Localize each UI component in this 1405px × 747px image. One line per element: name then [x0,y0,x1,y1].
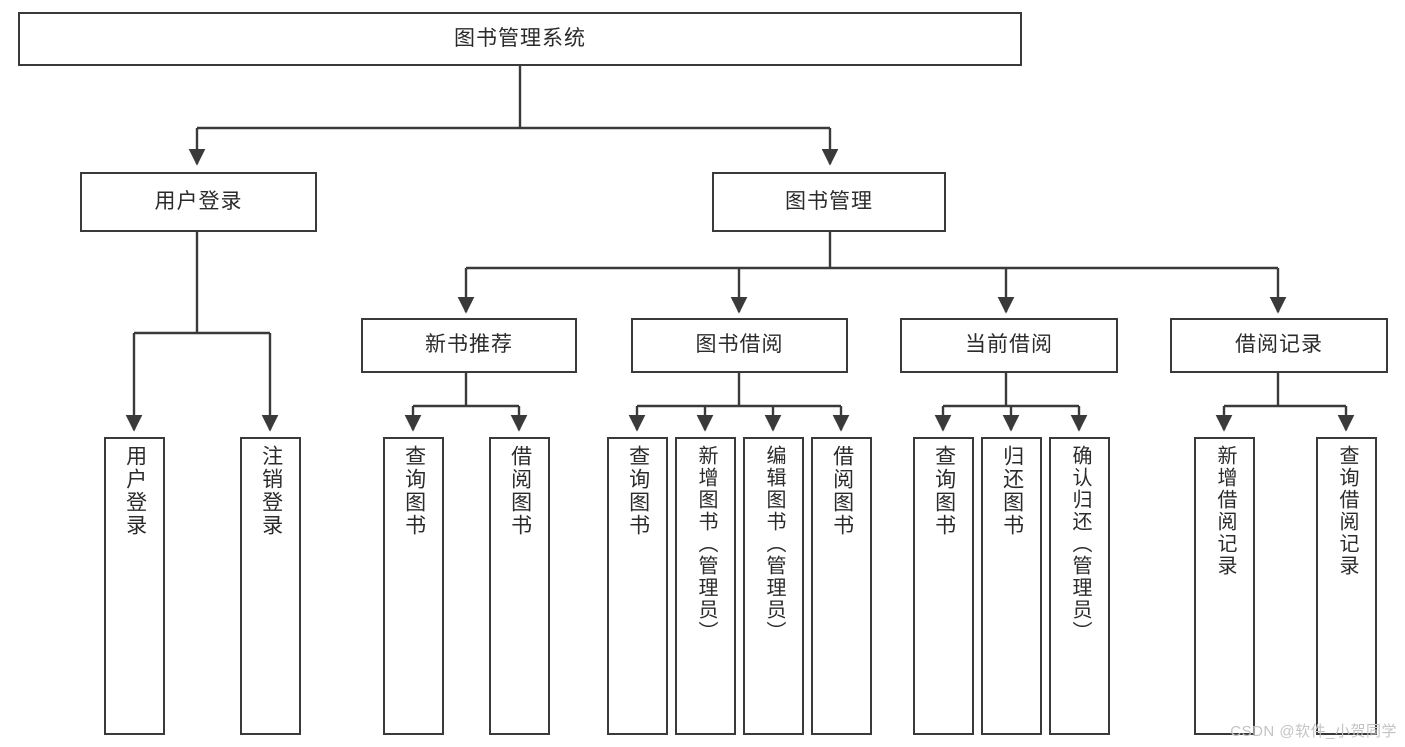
node-book-borrow-label: 图书借阅 [695,333,784,357]
node-borrow-record-label: 借阅记录 [1235,333,1323,357]
node-new-book-recommend-label: 新书推荐 [425,333,513,357]
node-leaf-return-book-label: 归还图书 [1000,445,1024,537]
node-leaf-query-book-2-label: 查询图书 [626,445,650,537]
node-leaf-borrow-book-2-label: 借阅图书 [830,445,854,537]
node-leaf-confirm-return[interactable]: 确认归还（管理员） [1049,437,1110,735]
node-leaf-query-record[interactable]: 查询借阅记录 [1316,437,1377,735]
node-leaf-query-book-3[interactable]: 查询图书 [913,437,974,735]
node-leaf-borrow-book-2[interactable]: 借阅图书 [811,437,872,735]
node-current-borrow[interactable]: 当前借阅 [900,318,1118,373]
node-book-borrow[interactable]: 图书借阅 [631,318,848,373]
node-leaf-user-logout[interactable]: 注销登录 [240,437,301,735]
node-leaf-user-login-label: 用户登录 [123,445,147,537]
node-user-login[interactable]: 用户登录 [80,172,317,232]
node-leaf-query-book-1[interactable]: 查询图书 [383,437,444,735]
node-current-borrow-label: 当前借阅 [965,333,1053,357]
node-leaf-borrow-book-1-label: 借阅图书 [508,445,532,537]
watermark: CSDN @软件_小贺同学 [1230,723,1397,740]
node-leaf-borrow-book-1[interactable]: 借阅图书 [489,437,550,735]
node-leaf-add-book[interactable]: 新增图书（管理员） [675,437,736,735]
node-new-book-recommend[interactable]: 新书推荐 [361,318,577,373]
node-user-login-label: 用户登录 [154,189,243,213]
node-borrow-record[interactable]: 借阅记录 [1170,318,1388,373]
node-leaf-query-book-3-label: 查询图书 [932,445,956,537]
node-leaf-query-book-1-label: 查询图书 [402,445,426,537]
node-leaf-add-record-label: 新增借阅记录 [1214,445,1236,577]
node-book-manage-label: 图书管理 [785,189,873,213]
node-leaf-add-record[interactable]: 新增借阅记录 [1194,437,1255,735]
node-leaf-edit-book-label: 编辑图书（管理员） [763,445,785,643]
node-root-label: 图书管理系统 [454,26,586,50]
node-leaf-edit-book[interactable]: 编辑图书（管理员） [743,437,804,735]
node-book-manage[interactable]: 图书管理 [712,172,946,232]
node-leaf-user-login[interactable]: 用户登录 [104,437,165,735]
node-leaf-confirm-return-label: 确认归还（管理员） [1069,445,1091,643]
node-root[interactable]: 图书管理系统 [18,12,1022,66]
node-leaf-user-logout-label: 注销登录 [259,445,283,537]
node-leaf-query-book-2[interactable]: 查询图书 [607,437,668,735]
node-leaf-query-record-label: 查询借阅记录 [1336,445,1358,577]
node-leaf-return-book[interactable]: 归还图书 [981,437,1042,735]
node-leaf-add-book-label: 新增图书（管理员） [695,445,717,643]
